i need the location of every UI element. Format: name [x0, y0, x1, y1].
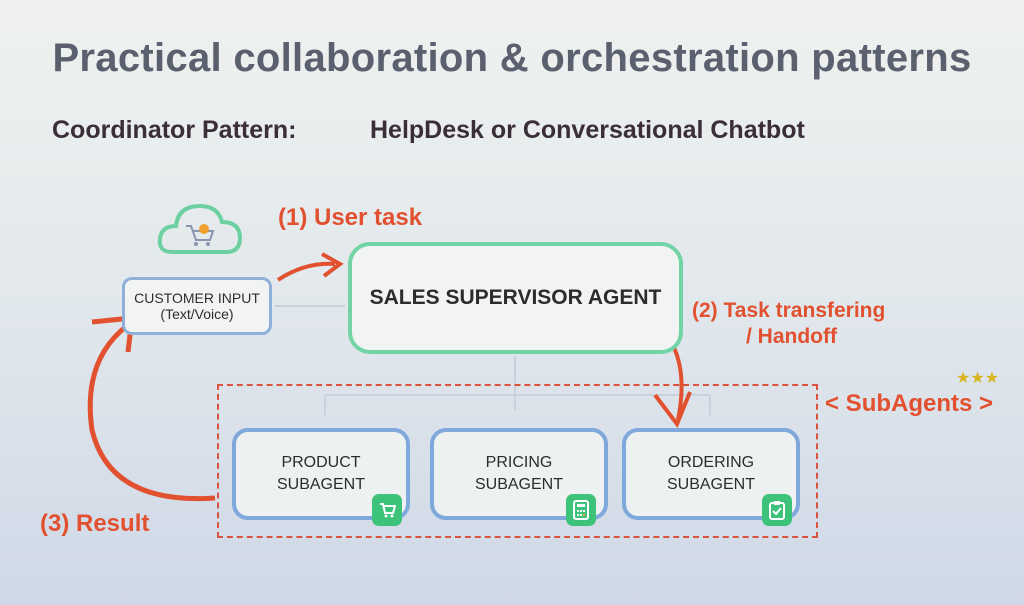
svg-text:★★★: ★★★	[956, 370, 999, 387]
customer-input-sublabel: (Text/Voice)	[160, 306, 234, 322]
sales-supervisor-agent-box: SALES SUPERVISOR AGENT	[348, 242, 683, 354]
use-case-label: HelpDesk or Conversational Chatbot	[370, 116, 805, 144]
stars-icon: ★★★	[956, 370, 999, 387]
step2-sublabel: / Handoff	[746, 325, 837, 348]
customer-input-label: CUSTOMER INPUT	[134, 290, 260, 306]
slide-title: Practical collaboration & orchestration …	[52, 36, 972, 80]
cloud-cart-icon	[157, 203, 243, 254]
subagent-label: SUBAGENT	[666, 476, 755, 493]
supervisor-label: SALES SUPERVISOR AGENT	[369, 286, 662, 309]
subagent-label: PRICING	[485, 454, 553, 471]
step2-label: (2) Task transfering	[692, 299, 886, 322]
customer-input-box: CUSTOMER INPUT (Text/Voice)	[122, 277, 272, 335]
subagent-label: SUBAGENT	[474, 476, 563, 493]
cart-icon	[372, 494, 402, 526]
subagent-label: SUBAGENT	[276, 476, 365, 493]
pattern-label: Coordinator Pattern:	[52, 116, 297, 144]
step1-label: (1) User task	[278, 204, 423, 231]
subagents-label: < SubAgents >	[825, 390, 994, 417]
subagents-group	[217, 384, 818, 538]
pricing-subagent-box: PRICING SUBAGENT	[430, 428, 608, 520]
subagent-label: ORDERING	[667, 454, 755, 471]
clipboard-check-icon	[762, 494, 792, 526]
step3-label: (3) Result	[40, 510, 150, 537]
calculator-icon	[566, 494, 596, 526]
subagent-label: PRODUCT	[281, 454, 361, 471]
